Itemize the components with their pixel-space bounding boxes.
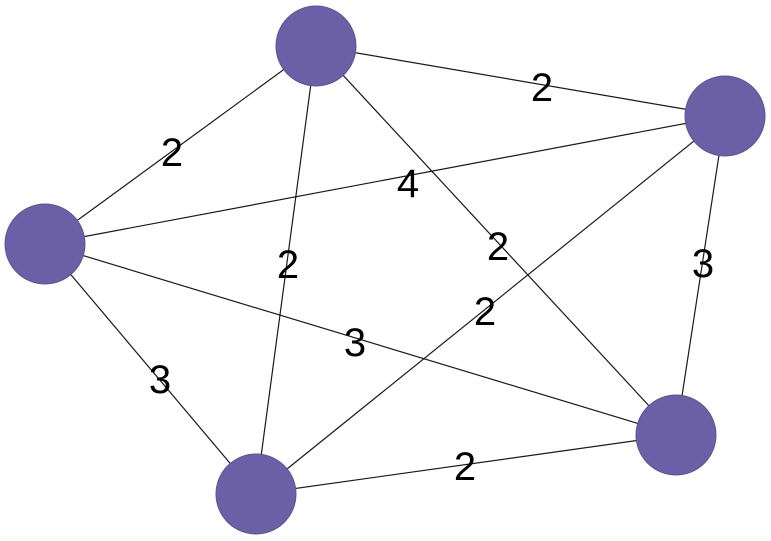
node-n5 bbox=[635, 394, 717, 476]
node-n1 bbox=[275, 5, 357, 87]
edge-weight-n1-n5: 2 bbox=[487, 225, 509, 269]
node-n2 bbox=[684, 75, 766, 157]
edge-n1-n5 bbox=[315, 45, 677, 436]
node-n3 bbox=[4, 203, 86, 285]
node-n4 bbox=[215, 453, 297, 535]
edge-n3-n4 bbox=[44, 243, 257, 495]
edge-weight-n3-n2: 4 bbox=[397, 162, 419, 206]
edge-weight-n3-n1: 2 bbox=[161, 131, 183, 175]
nodes-layer bbox=[4, 5, 766, 535]
edge-weight-n3-n4: 3 bbox=[149, 358, 171, 402]
edge-n1-n2 bbox=[315, 45, 726, 117]
edge-weight-n2-n4: 2 bbox=[474, 290, 496, 334]
edge-weight-n4-n5: 2 bbox=[454, 445, 476, 489]
edge-weight-n2-n5: 3 bbox=[692, 242, 714, 286]
edge-weights-layer: 2 2 4 2 2 2 3 3 3 2 bbox=[149, 66, 714, 489]
edge-n1-n4 bbox=[255, 45, 317, 495]
edge-n3-n5 bbox=[44, 243, 677, 436]
edge-weight-n1-n2: 2 bbox=[531, 66, 553, 110]
edge-n2-n5 bbox=[675, 115, 726, 436]
edge-weight-n1-n4: 2 bbox=[277, 243, 299, 287]
edge-n3-n2 bbox=[44, 115, 726, 245]
edges-layer bbox=[44, 45, 726, 495]
edge-n2-n4 bbox=[255, 115, 726, 495]
edge-n3-n1 bbox=[44, 45, 317, 245]
edge-weight-n3-n5: 3 bbox=[344, 321, 366, 365]
edge-n4-n5 bbox=[255, 434, 677, 495]
